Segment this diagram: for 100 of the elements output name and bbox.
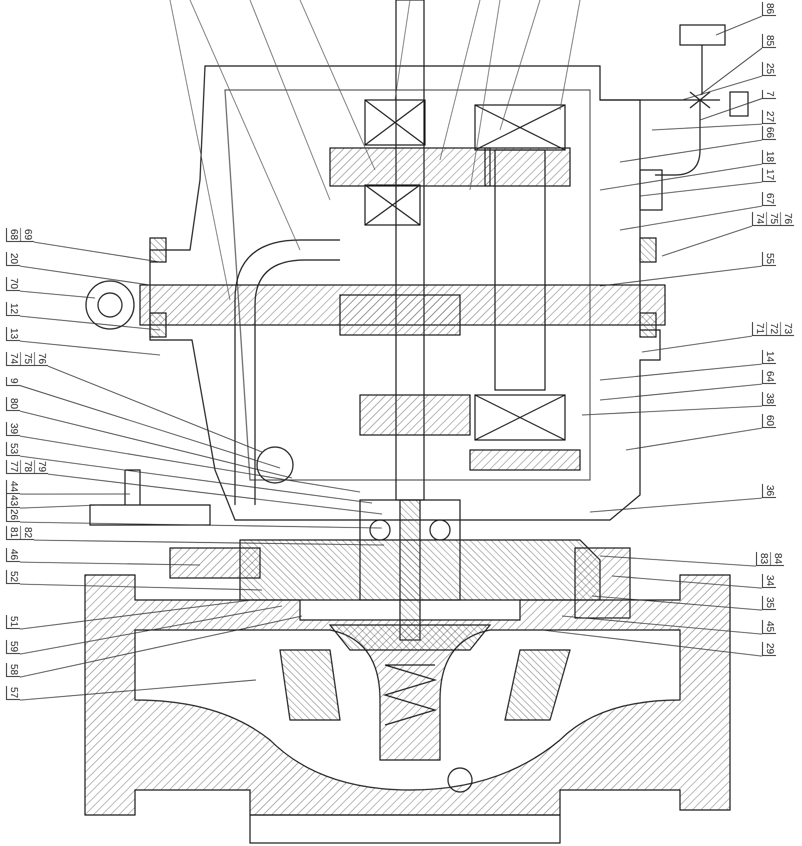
callout-number: 79: [35, 460, 48, 474]
callout-number: 82: [21, 526, 34, 540]
leader-line: [34, 242, 160, 262]
callout-number: 53: [7, 442, 20, 456]
callout-number: 55: [763, 252, 776, 266]
leader-line: [20, 494, 130, 495]
callout-number: 59: [7, 640, 20, 654]
leader-line: [20, 410, 292, 478]
callout-number: 74: [753, 212, 767, 226]
callout-number: 26: [7, 508, 20, 522]
callout-number: 17: [763, 168, 776, 182]
callout-number: 14: [763, 350, 776, 364]
leader-line: [652, 124, 762, 130]
leader-line: [640, 182, 762, 196]
callout-number: 45: [763, 620, 776, 634]
callout-number: 68: [7, 228, 21, 242]
callout-number: 60: [763, 414, 776, 428]
callout-label: [6, 526, 34, 540]
leader-line: [20, 522, 382, 528]
leader-line: [20, 562, 200, 566]
leader-line: [20, 456, 372, 504]
callout-number: 25: [763, 62, 776, 76]
leader-line: [20, 606, 282, 655]
callout-number: 81: [7, 526, 21, 540]
leader-line: [20, 340, 160, 356]
callout-number: 72: [767, 322, 781, 336]
callout-number: 34: [763, 574, 776, 588]
callout-number: 46: [7, 548, 20, 562]
callout-label: [6, 228, 34, 242]
leader-line: [682, 76, 762, 100]
leader-line: [48, 474, 382, 514]
callout-number: 36: [763, 484, 776, 498]
callout-label: [6, 352, 48, 366]
callout-number: 29: [763, 642, 776, 656]
callout-number: 77: [7, 460, 21, 474]
callout-number: 80: [7, 397, 20, 410]
callout-number: 69: [21, 228, 34, 242]
callout-number: 83: [757, 552, 771, 566]
callout-number: 35: [763, 596, 776, 610]
leader-line: [20, 600, 252, 630]
leader-line: [20, 584, 262, 590]
callout-number: 78: [21, 460, 35, 474]
callout-number: 75: [21, 352, 35, 366]
callout-number: 74: [7, 352, 21, 366]
callout-number: 86: [763, 2, 776, 16]
callout-label: [752, 322, 794, 336]
callout-number: 57: [7, 686, 20, 700]
callout-number: 64: [763, 370, 776, 384]
leader-line: [582, 406, 762, 416]
callout-number: 51: [7, 615, 20, 628]
callout-number: 84: [771, 552, 784, 566]
callout-number: 20: [7, 252, 20, 266]
leader-line: [642, 336, 752, 352]
callout-number: 52: [7, 570, 20, 584]
callout-number: 38: [763, 392, 776, 406]
callout-number: 12: [7, 302, 20, 316]
callout-number: 73: [781, 322, 794, 336]
leader-line: [626, 428, 762, 450]
leader-line: [20, 290, 96, 298]
leader-line: [20, 385, 280, 468]
leader-line: [48, 366, 262, 452]
leader-line: [612, 576, 762, 589]
callout-number: 43: [7, 494, 20, 508]
leader-line: [590, 498, 762, 512]
leader-line: [620, 140, 762, 162]
leader-line: [700, 98, 762, 120]
callout-number: 9: [7, 377, 20, 385]
leader-line: [562, 616, 762, 635]
callout-number: 70: [7, 277, 20, 290]
callout-number: 27: [763, 110, 776, 124]
leader-line: [20, 316, 160, 330]
callout-number: 44: [7, 480, 20, 494]
leader-line: [20, 436, 360, 492]
leader-line: [600, 556, 756, 567]
callout-number: 67: [763, 192, 776, 206]
leader-line: [662, 226, 752, 256]
leader-line: [600, 364, 762, 380]
callout-number: 66: [763, 126, 776, 140]
callout-number: 39: [7, 422, 20, 436]
leader-line: [600, 164, 762, 190]
callout-number: 75: [767, 212, 781, 226]
callout-number: 71: [753, 322, 767, 336]
callout-label: [756, 552, 784, 566]
callout-number: 7: [763, 90, 776, 98]
leader-line: [700, 48, 762, 96]
callout-number: 18: [763, 150, 776, 164]
leader-line: [592, 596, 762, 611]
leader-line: [20, 680, 256, 701]
leader-line: [620, 206, 762, 230]
callout-number: 58: [7, 663, 20, 676]
leader-line: [20, 504, 100, 509]
leader-line: [20, 266, 150, 286]
leader-line: [20, 616, 302, 678]
leader-line: [716, 16, 762, 36]
callout-label: [752, 212, 794, 226]
leader-line: [34, 540, 384, 546]
callout-number: 13: [7, 327, 20, 340]
callout-number: 76: [781, 212, 794, 226]
leader-line: [600, 384, 762, 400]
callout-number: 76: [35, 352, 48, 366]
